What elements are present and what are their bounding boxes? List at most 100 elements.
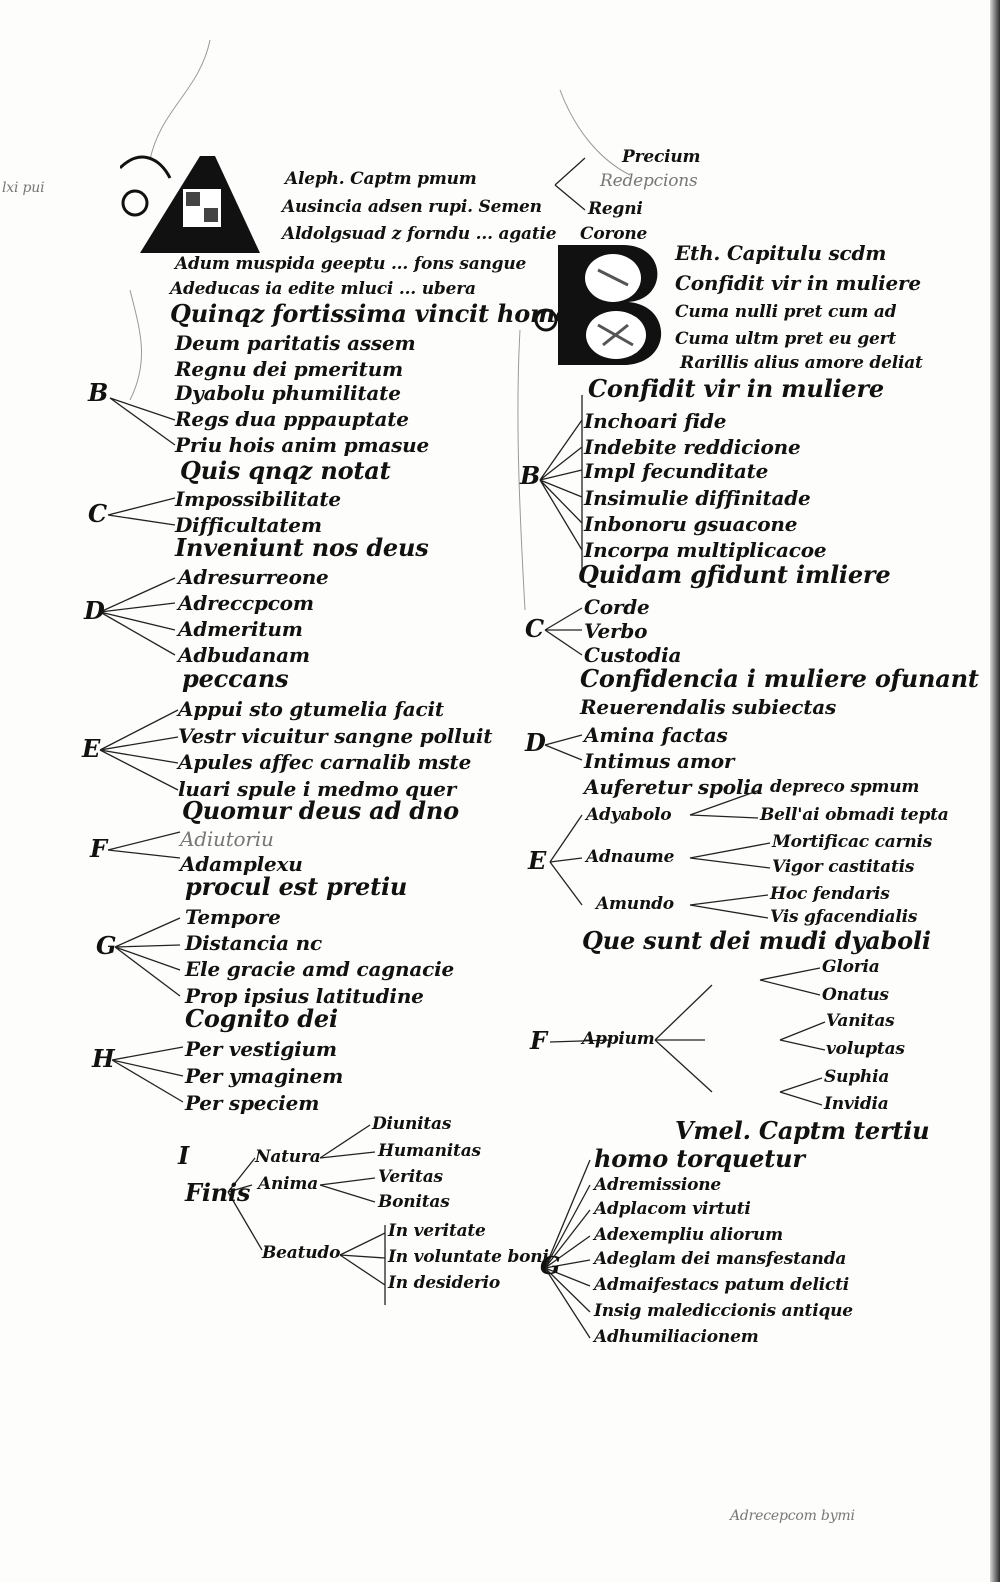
tree-leaf-1: Diunitas	[372, 1114, 452, 1134]
tree-leaf-7: In desiderio	[388, 1273, 501, 1293]
right-leaf-2: Bell'ai obmadi tepta	[760, 805, 949, 825]
tree-root-finis: Finis	[185, 1178, 251, 1207]
left-line-35: Per ymaginem	[185, 1064, 344, 1088]
right-line-24: Amundo	[596, 894, 674, 914]
right-leaf-1: depreco spmum	[770, 777, 920, 797]
side-letter-e: E	[82, 734, 101, 763]
tree-leaf-4: Bonitas	[378, 1192, 450, 1212]
tree-leaf-3: Veritas	[378, 1167, 443, 1187]
right-line-34: Insig malediccionis antique	[594, 1301, 853, 1321]
initial-a-illumination	[118, 148, 280, 258]
margin-note-top-left: lxi pui	[2, 180, 45, 196]
right-line-10: Insimulie diffinitade	[584, 486, 811, 510]
right-line-9: Impl fecunditate	[584, 459, 769, 483]
right-line-8: Indebite reddicione	[584, 435, 801, 459]
right-line-31: Adexempliu aliorum	[594, 1225, 783, 1245]
right-line-1: Eth. Capitulu scdm	[675, 241, 887, 265]
left-line-30: Distancia nc	[185, 931, 322, 955]
right-line-4: Cuma ultm pret eu gert	[675, 329, 897, 349]
left-line-33: Cognito dei	[185, 1004, 338, 1033]
left-line-9: Dyabolu phumilitate	[175, 381, 401, 405]
right-line-28: homo torquetur	[594, 1144, 805, 1173]
left-line-5: Adeducas ia edite mluci ... ubera	[170, 279, 476, 299]
right-line-3: Cuma nulli pret cum ad	[675, 302, 897, 322]
right-leaf-7: Gloria	[822, 957, 880, 977]
right-leaf-8: Onatus	[822, 985, 889, 1005]
right-line-26: Appium	[582, 1029, 655, 1049]
right-line-22: Adyabolo	[586, 805, 672, 825]
left-line-26: Adiutoriu	[180, 827, 274, 851]
right-line-16: Custodia	[584, 643, 682, 667]
right-line-25: Que sunt dei mudi dyaboli	[582, 926, 931, 955]
letter-a-icon	[118, 155, 260, 253]
right-top-3: Regni	[588, 199, 643, 219]
left-line-29: Tempore	[185, 905, 281, 929]
right-line-33: Admaifestacs patum delicti	[594, 1275, 850, 1295]
left-line-23: Apules affec carnalib mste	[178, 750, 472, 774]
left-line-10: Regs dua pppauptate	[175, 407, 409, 431]
right-leaf-3: Mortificac carnis	[772, 832, 933, 852]
right-line-18: Reuerendalis subiectas	[580, 695, 837, 719]
tree-branch-natura: Natura	[255, 1147, 321, 1167]
left-line-7: Deum paritatis assem	[175, 331, 416, 355]
side-letter-c: C	[88, 499, 107, 528]
left-line-8: Regnu dei pmeritum	[175, 357, 403, 381]
left-line-2: Ausincia adsen rupi. Semen	[282, 197, 542, 217]
right-leaf-4: Vigor castitatis	[772, 857, 915, 877]
left-line-11: Priu hois anim pmasue	[175, 433, 430, 457]
left-line-4: Adum muspida geeptu ... fons sangue	[175, 254, 527, 274]
left-line-1: Aleph. Captm pmum	[285, 169, 477, 189]
right-side-letter-b: B	[520, 461, 541, 490]
catchword: Adrecepcom bymi	[730, 1508, 855, 1524]
side-letter-g: G	[96, 931, 117, 960]
right-line-23: Adnaume	[586, 847, 675, 867]
right-line-13: Quidam gfidunt imliere	[578, 560, 891, 589]
left-line-12: Quis qnqz notat	[180, 456, 391, 485]
side-letter-d: D	[84, 596, 105, 625]
left-line-19: Adbudanam	[178, 643, 310, 667]
right-side-letter-c: C	[525, 614, 544, 643]
right-line-12: Incorpa multiplicacoe	[584, 538, 827, 562]
left-line-14: Difficultatem	[175, 513, 322, 537]
letter-b-icon	[534, 245, 662, 365]
side-letter-b: B	[88, 378, 109, 407]
right-leaf-12: Invidia	[824, 1094, 889, 1114]
side-letter-h: H	[92, 1044, 115, 1073]
right-leaf-6: Vis gfacendialis	[770, 907, 918, 927]
left-line-16: Adresurreone	[178, 565, 329, 589]
left-line-22: Vestr vicuitur sangne polluit	[178, 724, 493, 748]
right-line-29: Adremissione	[594, 1175, 722, 1195]
right-side-letter-d: D	[525, 728, 546, 757]
left-line-18: Admeritum	[178, 617, 303, 641]
left-line-34: Per vestigium	[185, 1037, 337, 1061]
left-line-6: Quinqz fortissima vincit homo	[170, 299, 572, 328]
right-leaf-9: Vanitas	[826, 1011, 895, 1031]
left-line-15: Inveniunt nos deus	[175, 533, 429, 562]
side-letter-f: F	[90, 834, 107, 863]
left-line-32: Prop ipsius latitudine	[185, 984, 424, 1008]
right-line-11: Inbonoru gsuacone	[584, 512, 798, 536]
right-line-19: Amina factas	[584, 723, 728, 747]
right-line-2: Confidit vir in muliere	[675, 271, 921, 295]
right-line-15: Verbo	[584, 619, 648, 643]
tree-leaf-5: In veritate	[388, 1221, 486, 1241]
left-line-20: peccans	[182, 664, 289, 693]
right-side-letter-g: G	[540, 1251, 561, 1280]
right-leaf-11: Suphia	[824, 1067, 890, 1087]
left-line-24: luari spule i medmo quer	[178, 777, 457, 801]
tree-leaf-2: Humanitas	[378, 1141, 481, 1161]
right-line-21: Auferetur spolia	[584, 775, 764, 799]
left-line-17: Adreccpcom	[178, 591, 314, 615]
left-line-3: Aldolgsuad z forndu ... agatie	[282, 224, 557, 244]
right-side-letter-e: E	[528, 846, 547, 875]
right-line-14: Corde	[584, 595, 650, 619]
right-top-2: Redepcions	[600, 171, 698, 191]
left-line-21: Appui sto gtumelia facit	[178, 697, 444, 721]
right-side-letter-f: F	[530, 1026, 547, 1055]
tree-branch-beatudo: Beatudo	[262, 1243, 341, 1263]
right-line-7: Inchoari fide	[584, 409, 727, 433]
page-edge-shadow	[990, 0, 1000, 1582]
right-line-20: Intimus amor	[584, 749, 735, 773]
right-line-30: Adplacom virtuti	[594, 1199, 751, 1219]
